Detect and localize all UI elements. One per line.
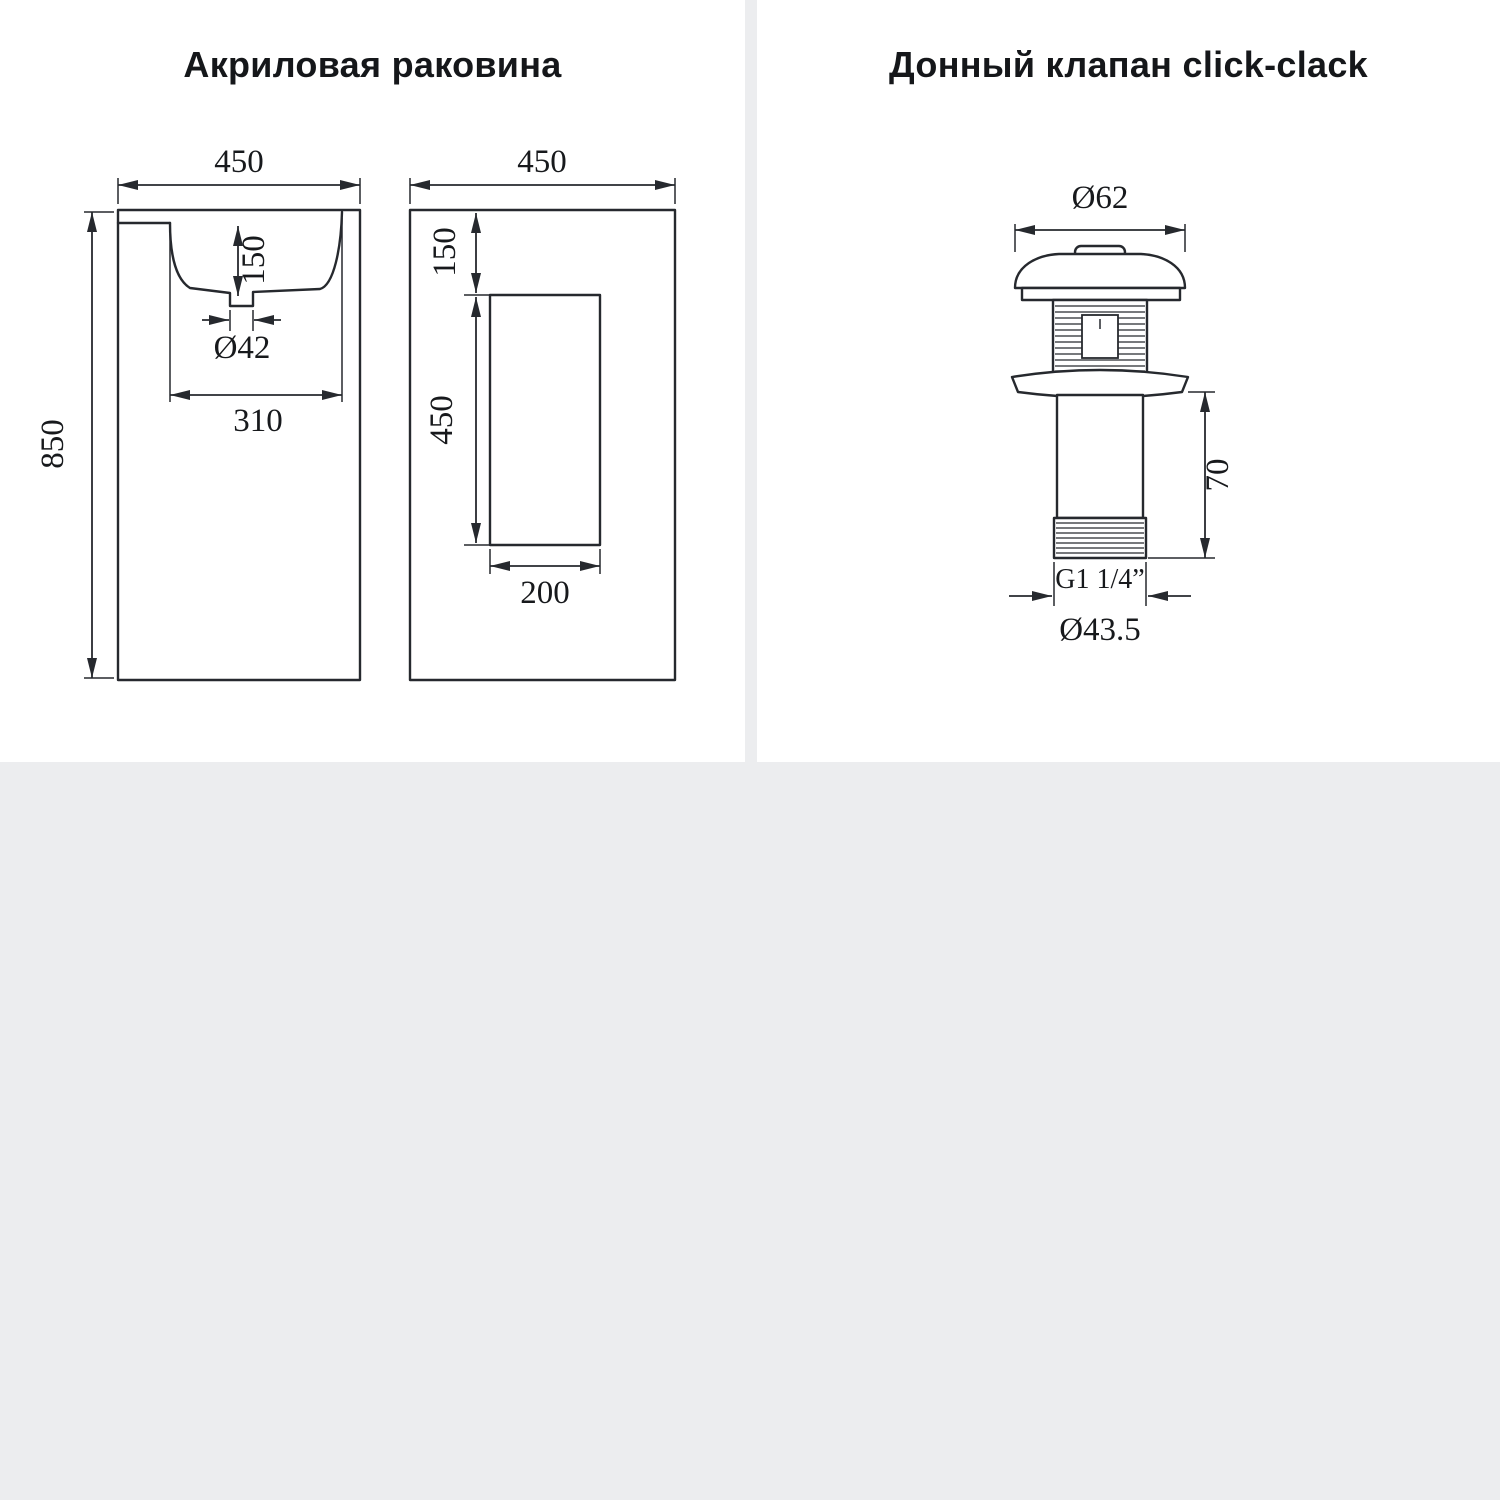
- side-view-outline: [408, 208, 677, 682]
- valve-drawing: Ø62: [1009, 180, 1236, 648]
- side-inner-extension-lines: [464, 294, 490, 546]
- side-inner-width-label: 200: [520, 575, 570, 611]
- tail-diameter-label: Ø43.5: [1059, 612, 1141, 648]
- front-view-outline: [116, 208, 362, 682]
- front-height-label: 850: [35, 419, 71, 469]
- basin-depth-label: 150: [236, 235, 272, 285]
- front-width-label: 450: [214, 144, 264, 180]
- valve-dish-flange: [1010, 368, 1190, 399]
- drain-diameter-label: Ø42: [214, 330, 271, 366]
- side-width-label: 450: [517, 144, 567, 180]
- front-view-basin-profile: [168, 210, 344, 308]
- sink-diagram-card: Акриловая раковина 450 850: [0, 0, 745, 762]
- sink-front-view: 450 850 150 Ø42 310: [35, 144, 362, 682]
- thread-size-extension-lines: [1053, 562, 1147, 606]
- valve-diagram-card: Донный клапан click-clack Ø62: [757, 0, 1500, 762]
- side-width-extension-lines: [409, 178, 676, 204]
- side-top-depth-label: 150: [427, 227, 463, 277]
- front-width-extension-lines: [117, 178, 361, 204]
- valve-drawing-svg: Ø62: [1009, 180, 1236, 648]
- valve-cap-plate: [1020, 286, 1182, 302]
- cap-diameter-label: Ø62: [1072, 180, 1129, 216]
- basin-width-extension-lines: [169, 218, 343, 402]
- sink-side-view: 450 150 450 200: [408, 144, 677, 682]
- drain-extension-lines: [229, 310, 254, 331]
- sink-diagram-title: Акриловая раковина: [183, 44, 562, 85]
- basin-width-label: 310: [233, 403, 283, 439]
- valve-cap-dome: [1013, 252, 1187, 290]
- valve-body: [1055, 393, 1145, 520]
- sink-drawing-svg: 450 850 150 Ø42 310: [35, 144, 677, 682]
- side-inner-width-extension-lines: [489, 549, 601, 574]
- side-inner-height-label: 450: [424, 395, 460, 445]
- side-view-inner-panel: [488, 293, 602, 547]
- tail-height-label: 70: [1200, 459, 1236, 492]
- valve-diagram-title: Донный клапан click-clack: [889, 44, 1368, 85]
- front-height-extension-lines: [84, 211, 114, 679]
- tail-thread-lines: [1056, 522, 1144, 554]
- thread-size-label: G1 1/4”: [1055, 564, 1144, 595]
